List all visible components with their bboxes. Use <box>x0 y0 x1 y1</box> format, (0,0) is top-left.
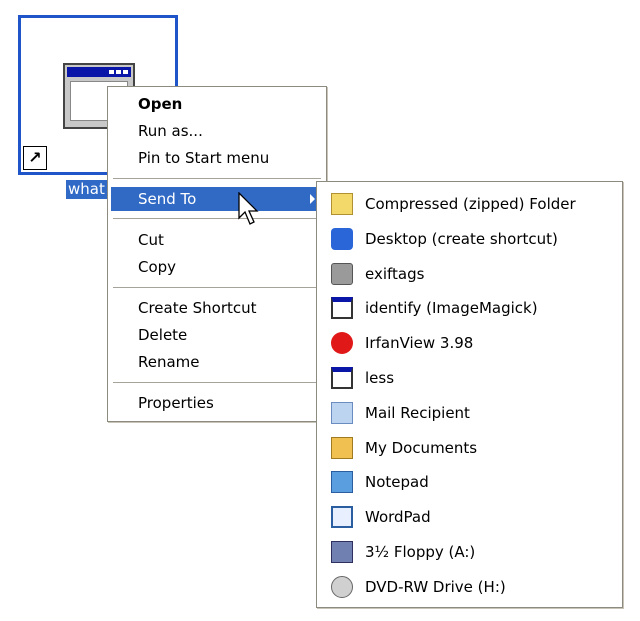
app-window-icon <box>331 297 353 320</box>
send-to-item-label: exiftags <box>365 264 425 283</box>
menu-separator <box>113 218 321 219</box>
send-to-label: Send To <box>138 190 197 208</box>
send-to-item-label: My Documents <box>365 438 478 457</box>
dvd-drive-icon <box>331 575 353 598</box>
send-to-item-label: less <box>365 369 395 387</box>
menu-separator <box>113 382 321 383</box>
menu-item-delete[interactable]: Delete <box>138 326 188 344</box>
desktop-icon <box>331 227 353 250</box>
window-icon <box>331 367 353 389</box>
mail-icon <box>331 401 353 424</box>
menu-item-properties[interactable]: Properties <box>138 394 214 412</box>
menu-item-copy[interactable]: Copy <box>138 258 177 276</box>
submenu-arrow-icon <box>310 194 315 204</box>
mouse-cursor-icon <box>238 192 259 225</box>
menu-item-create-shortcut[interactable]: Create Shortcut <box>138 299 257 317</box>
menu-item-send-to[interactable]: Send To <box>111 187 323 211</box>
send-to-item[interactable]: Desktop (create shortcut) <box>319 223 620 255</box>
send-to-item-label: identify (ImageMagick) <box>365 299 538 318</box>
irfanview-icon <box>331 332 353 355</box>
send-to-item-label: DVD-RW Drive (H:) <box>365 577 506 596</box>
menu-separator <box>113 178 321 179</box>
send-to-item-label: Notepad <box>365 473 429 492</box>
send-to-item-label: IrfanView 3.98 <box>365 334 474 353</box>
send-to-item-label: Compressed (zipped) Folder <box>365 195 576 213</box>
wordpad-icon <box>331 506 353 529</box>
send-to-item[interactable]: Notepad <box>319 466 620 498</box>
send-to-item[interactable]: Mail Recipient <box>319 397 620 429</box>
camera-icon <box>331 262 353 285</box>
send-to-item[interactable]: My Documents <box>319 432 620 464</box>
notepad-icon <box>331 471 353 494</box>
send-to-item[interactable]: less <box>319 362 620 394</box>
floppy-drive-icon <box>331 541 353 563</box>
send-to-item[interactable]: exiftags <box>319 258 620 290</box>
send-to-item-label: 3½ Floppy (A:) <box>365 543 476 561</box>
send-to-item[interactable]: IrfanView 3.98 <box>319 327 620 359</box>
menu-separator <box>113 287 321 288</box>
menu-item-open[interactable]: Open <box>138 95 183 113</box>
shortcut-arrow-icon: ↗ <box>23 146 47 170</box>
send-to-item[interactable]: DVD-RW Drive (H:) <box>319 571 620 603</box>
send-to-item-label: WordPad <box>365 508 431 527</box>
documents-folder-icon <box>331 436 353 459</box>
send-to-item[interactable]: WordPad <box>319 501 620 533</box>
send-to-item[interactable]: Compressed (zipped) Folder <box>319 188 620 220</box>
send-to-item[interactable]: identify (ImageMagick) <box>319 292 620 324</box>
menu-item-cut[interactable]: Cut <box>138 231 164 249</box>
menu-item-rename[interactable]: Rename <box>138 353 200 371</box>
desktop-icon-label[interactable]: what <box>66 180 112 199</box>
send-to-item[interactable]: 3½ Floppy (A:) <box>319 536 620 568</box>
zip-folder-icon <box>331 193 353 215</box>
menu-item-run-as[interactable]: Run as... <box>138 122 203 140</box>
send-to-item-label: Mail Recipient <box>365 403 470 422</box>
context-menu: Open Run as... Pin to Start menu Send To… <box>107 86 327 422</box>
menu-item-pin-to-start[interactable]: Pin to Start menu <box>138 149 270 167</box>
send-to-item-label: Desktop (create shortcut) <box>365 229 558 248</box>
